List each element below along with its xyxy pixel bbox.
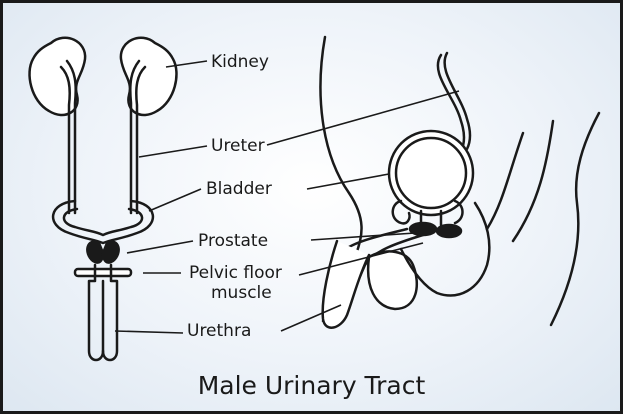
belly-contour-3 (551, 113, 599, 325)
leader-prostate-side (311, 233, 415, 240)
label-kidney: Kidney (211, 53, 269, 71)
belly-contour-1 (487, 133, 523, 229)
left-kidney (30, 38, 86, 115)
leader-bladder-side (307, 174, 389, 189)
frontal-pelvic-floor (75, 269, 131, 276)
label-bladder: Bladder (206, 180, 272, 198)
frontal-prostate-left (87, 242, 103, 263)
label-prostate: Prostate (198, 232, 268, 250)
diagram-title: Male Urinary Tract (3, 371, 620, 400)
label-pelvic-floor-line1: Pelvic floor (189, 264, 282, 282)
frontal-urethra-right (103, 265, 117, 360)
label-ureter: Ureter (211, 137, 265, 155)
leader-prostate (127, 241, 193, 253)
belly-contour-2 (513, 121, 553, 241)
urinary-tract-illustration (3, 3, 620, 411)
label-urethra: Urethra (187, 322, 251, 340)
leader-urethra (115, 331, 183, 333)
scrotum (368, 251, 417, 309)
frontal-prostate-right (103, 242, 119, 263)
leader-bladder (149, 189, 201, 211)
penis-outline (323, 241, 369, 328)
right-kidney (121, 38, 177, 115)
label-pelvic-floor-line2: muscle (211, 284, 272, 302)
side-bladder-outer (389, 131, 473, 215)
leader-ureter (139, 146, 207, 157)
side-prostate-2 (437, 225, 461, 237)
frontal-urethra-left (89, 265, 103, 360)
